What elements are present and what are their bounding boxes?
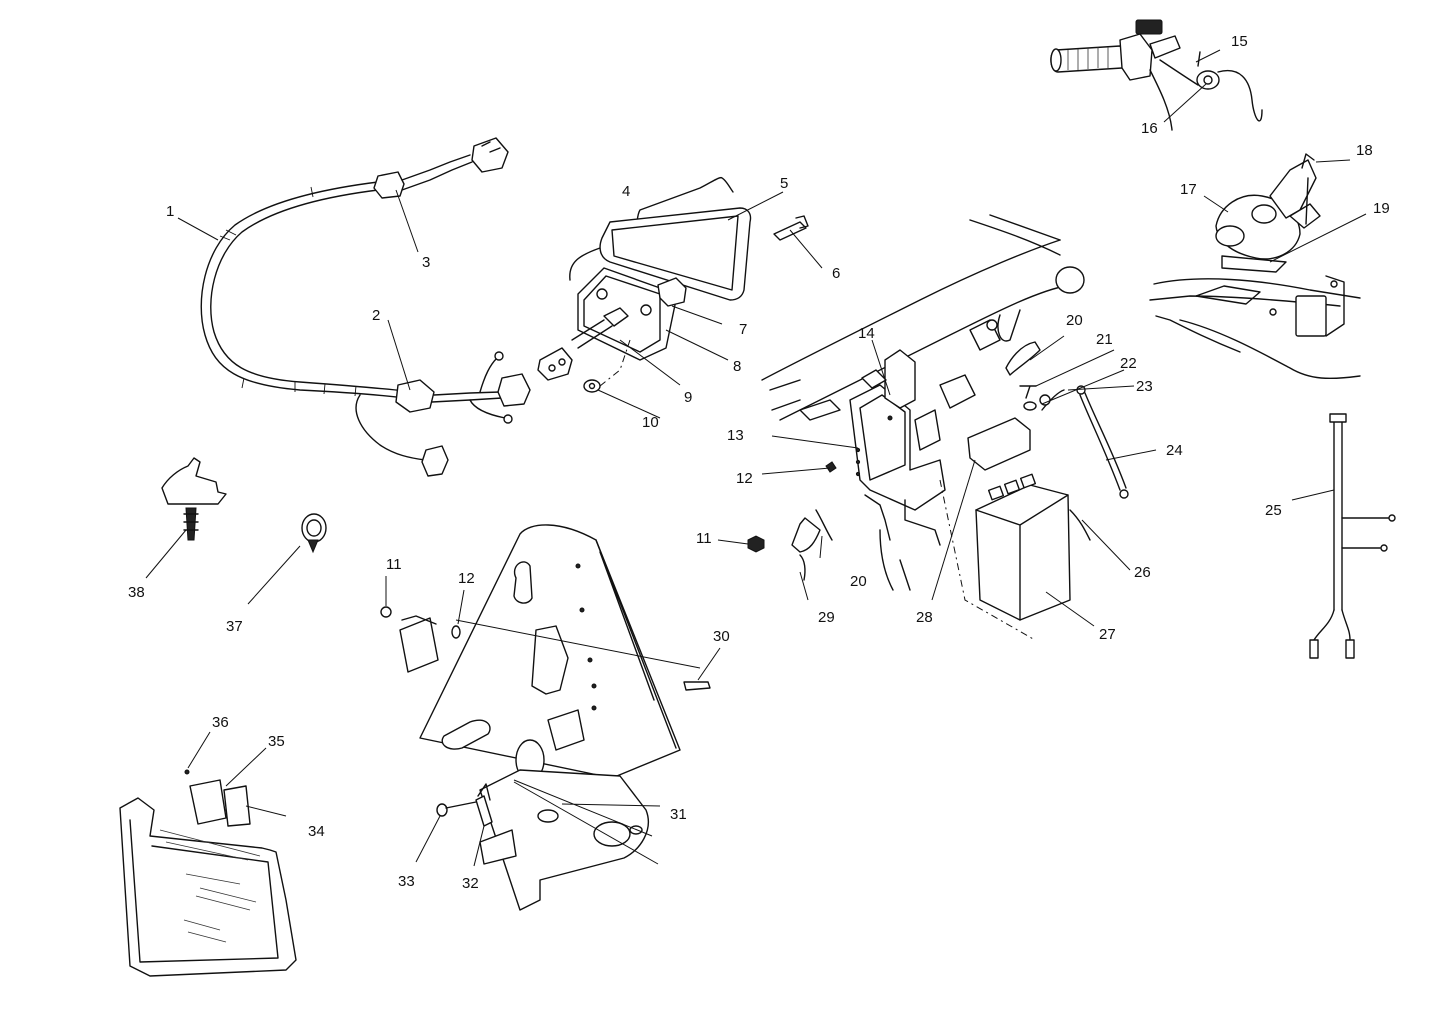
rear-grille	[119, 769, 297, 977]
callout-8: 8	[733, 358, 741, 375]
callout-15: 15	[1231, 33, 1248, 50]
bolt-30	[683, 681, 711, 691]
wiring-harness	[200, 137, 531, 477]
callout-38: 38	[128, 584, 145, 601]
callout-27: 27	[1099, 626, 1116, 643]
callout-17: 17	[1180, 181, 1197, 198]
callout-21: 21	[1096, 331, 1113, 348]
battery	[975, 484, 1071, 621]
tail-light-lens	[599, 207, 752, 301]
battery-pad	[967, 417, 1031, 471]
callout-20-top: 20	[1066, 312, 1083, 329]
callout-26: 26	[1134, 564, 1151, 581]
rear-panel	[380, 524, 711, 911]
callout-29: 29	[818, 609, 835, 626]
callout-14: 14	[858, 325, 875, 342]
terminal-boot	[1005, 341, 1041, 376]
callout-22: 22	[1120, 355, 1137, 372]
callout-9: 9	[684, 389, 692, 406]
voltage-regulator	[399, 617, 439, 673]
callout-36: 36	[212, 714, 229, 731]
callout-11-right: 11	[696, 530, 712, 547]
horn-pad	[1221, 255, 1287, 273]
tail-light-screw	[773, 221, 807, 241]
callout-19: 19	[1373, 200, 1390, 217]
callout-18: 18	[1356, 142, 1373, 159]
callout-13: 13	[727, 427, 744, 444]
connector-boot-2	[355, 351, 531, 477]
fasteners	[161, 457, 327, 554]
sub-harness	[1309, 413, 1396, 659]
callout-32: 32	[462, 875, 479, 892]
callout-33: 33	[398, 873, 415, 890]
callout-34: 34	[308, 823, 325, 840]
callout-31: 31	[670, 806, 687, 823]
callout-6: 6	[832, 265, 840, 282]
callout-1: 1	[166, 203, 174, 220]
callout-12-right: 12	[736, 470, 753, 487]
tail-light-bulb	[657, 277, 687, 307]
cable-clamp	[791, 517, 821, 553]
callout-11-left: 11	[386, 556, 402, 573]
callout-labels: 1 2 3 4 5 6 7 8 9 10 11 11 12 12 13 14 1…	[128, 33, 1390, 892]
callout-5: 5	[780, 175, 788, 192]
socket-connector	[537, 347, 573, 381]
tail-light-assembly	[537, 176, 809, 393]
callout-24: 24	[1166, 442, 1183, 459]
callout-20-bottom: 20	[850, 573, 867, 590]
horn-assembly	[1149, 153, 1361, 380]
callout-28: 28	[916, 609, 933, 626]
callout-7: 7	[739, 321, 747, 338]
callout-37: 37	[226, 618, 243, 635]
callout-4: 4	[622, 183, 630, 200]
callout-16: 16	[1141, 120, 1158, 137]
callout-23: 23	[1136, 378, 1153, 395]
callout-30: 30	[713, 628, 730, 645]
callout-25: 25	[1265, 502, 1282, 519]
callout-2: 2	[372, 307, 380, 324]
callout-3: 3	[422, 254, 430, 271]
connector-boot-3	[373, 137, 509, 199]
frame-and-battery-box	[747, 214, 1129, 641]
callout-10: 10	[642, 414, 659, 431]
callout-35: 35	[268, 733, 285, 750]
handlebar-switch	[1050, 19, 1263, 131]
leader-lines	[145, 49, 1367, 867]
callout-12-left: 12	[458, 570, 475, 587]
